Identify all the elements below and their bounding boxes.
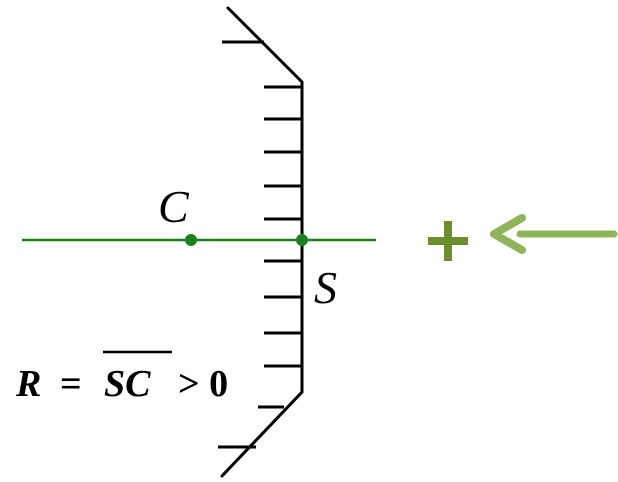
center-point — [185, 234, 197, 246]
center-label: C — [158, 181, 190, 232]
radius-formula: R = SC > 0 — [15, 350, 228, 405]
formula-segment: SC — [104, 363, 151, 405]
positive-direction-indicator: + — [428, 214, 618, 261]
formula-lhs: R — [15, 363, 41, 405]
formula-relation: > 0 — [178, 363, 228, 405]
vertex-label: S — [314, 262, 337, 313]
plus-icon — [428, 221, 468, 261]
vertex-point — [296, 234, 308, 246]
formula-equals: = — [60, 363, 82, 405]
arrow-left-icon — [490, 214, 618, 254]
mirror-hatching — [218, 40, 302, 449]
